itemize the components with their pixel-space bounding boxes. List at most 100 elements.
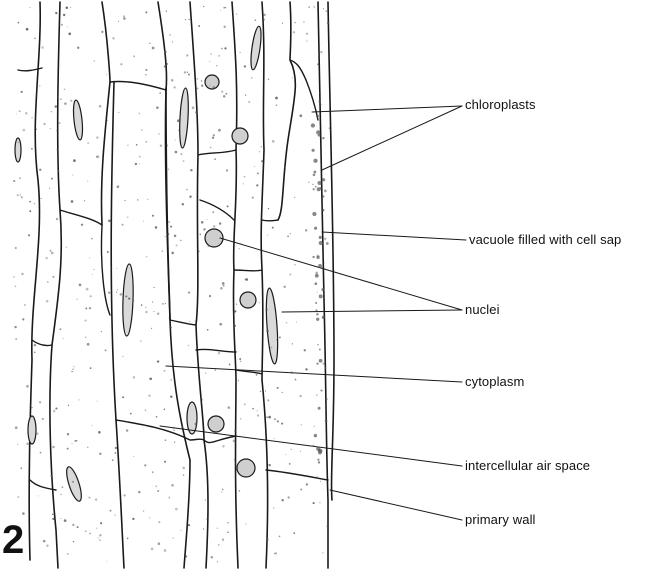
granule [70,100,72,102]
granule [196,78,198,80]
granule [299,395,301,397]
granule [94,61,95,62]
granule [287,496,289,498]
granule [98,537,99,538]
granule [152,215,154,217]
granule [201,221,204,224]
cross-wall [60,210,102,225]
granule [240,52,241,53]
granule [166,145,168,147]
granule [292,343,293,344]
granule [173,537,174,538]
granule [145,409,147,411]
chloroplast [312,149,315,152]
granule [89,307,91,309]
granule [305,368,307,370]
chloroplast [317,459,319,461]
chloroplast [315,309,317,311]
granule [87,447,88,448]
granule [277,420,279,422]
granule [175,508,178,511]
granule [222,445,224,447]
granule [99,534,101,536]
cell-wall [111,82,124,568]
granule [190,169,192,171]
granule [166,11,167,12]
granule [303,21,305,23]
granule [164,549,167,552]
chloroplast [314,282,317,285]
granule [265,390,266,391]
granule [176,244,178,246]
cell-wall [190,2,208,568]
granule [122,396,124,398]
granule [21,196,23,198]
granule [141,304,143,306]
granule [264,14,266,16]
granule [263,81,264,82]
granule [194,320,195,321]
granule [192,107,195,110]
granule [327,22,329,24]
granule [18,142,19,143]
granule [257,414,259,416]
leader-chloroplasts-1 [312,106,462,112]
granule [223,7,225,9]
granule [67,448,69,450]
granule [221,48,223,50]
granule [234,310,236,312]
granule [51,178,53,180]
granule [117,289,118,290]
figure-number: 2 [2,520,24,560]
granule [229,363,231,365]
granule [168,233,170,235]
granule [89,533,90,534]
granule [145,306,146,307]
granule [169,34,171,36]
granule [291,372,293,374]
granule [16,113,17,114]
granule [111,268,112,269]
leader-vacuole [322,232,466,240]
cross-wall [234,270,262,271]
granule [39,401,41,403]
granule [209,85,210,86]
granule [73,366,74,367]
cell-wall [232,2,238,568]
granule [106,561,107,562]
granule [268,416,271,419]
granule [325,420,328,423]
granule [36,95,37,96]
cross-walls [18,60,328,490]
granule [300,451,301,452]
granule [189,321,190,322]
granule [91,425,92,426]
granule [170,226,172,228]
granule [39,85,40,86]
nucleus-round [205,75,219,89]
nucleus [28,416,36,444]
granule [107,120,108,121]
nucleus [178,88,189,148]
granule [321,104,322,105]
granule [112,37,114,39]
granule [184,71,186,73]
granule [31,407,32,408]
granule [239,358,241,360]
chloroplast [311,123,315,127]
granule [222,539,224,541]
granule [123,494,125,496]
granule [205,499,206,500]
granule [182,467,185,470]
granule [146,256,148,258]
granule [50,250,52,252]
granule [220,287,223,290]
chloroplast [316,318,319,321]
chloroplast [322,178,325,181]
granule [206,519,207,520]
granule [219,222,221,224]
granule [88,497,90,499]
granule [308,6,310,8]
granule [63,14,65,16]
granule [268,208,269,209]
